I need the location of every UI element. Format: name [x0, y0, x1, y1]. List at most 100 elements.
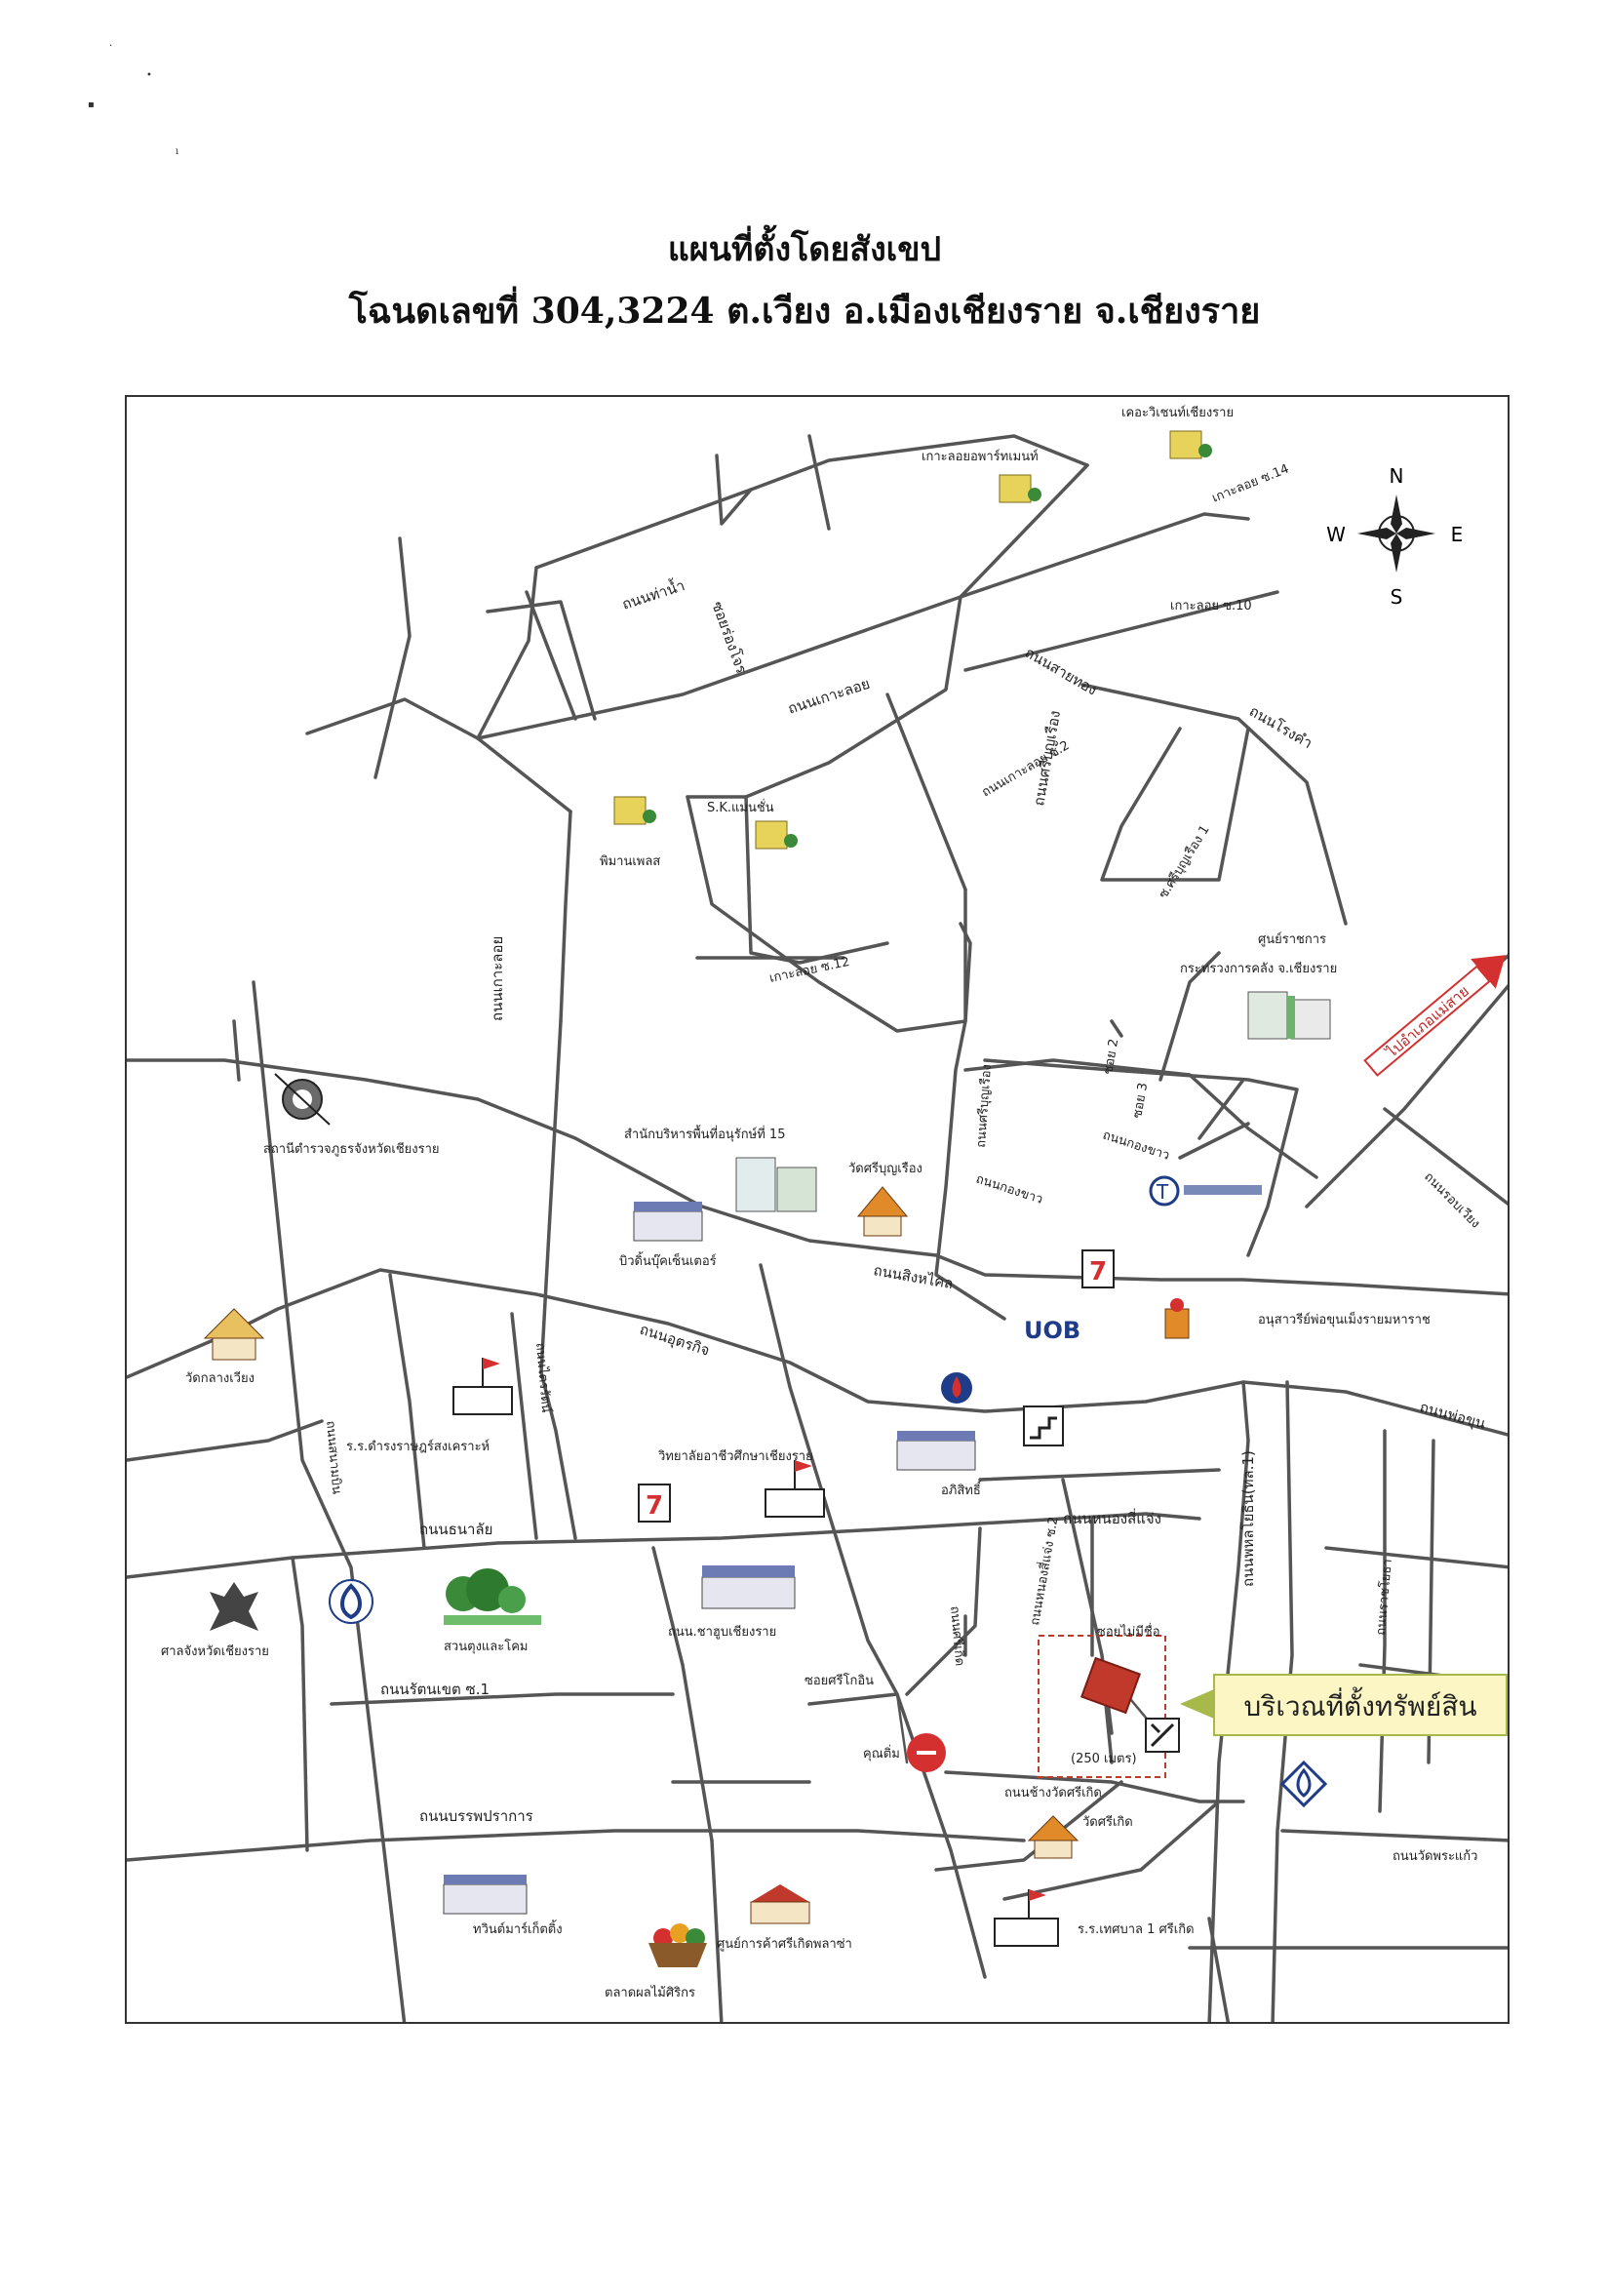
target-boundary	[1038, 1635, 1166, 1778]
svg-text:T: T	[1156, 1180, 1169, 1204]
bank-icon[interactable]	[1279, 1760, 1328, 1808]
road-label: ซอย 2	[1101, 1038, 1121, 1076]
wrench-icon	[1145, 1718, 1180, 1753]
place-label: อภิสิทธิ์	[941, 1481, 983, 1498]
road-label: ถนนช้างวัดศรีเกิด	[1004, 1785, 1102, 1801]
place-label: เกาะลอยอพาร์ทเมนท์	[922, 449, 1039, 464]
building-icon[interactable]	[750, 1884, 810, 1924]
road-label: ถนนกองขาว	[1101, 1128, 1171, 1164]
road-label: ซอยไม่มีชื่อ	[1097, 1623, 1160, 1640]
gas-station-icon[interactable]	[941, 1372, 972, 1404]
badge-icon[interactable]	[274, 1073, 331, 1126]
place-label: S.K.แมนชั่น	[707, 799, 774, 815]
road-label: ถนนเกาะลอย	[786, 675, 873, 718]
place-label: ศูนย์การค้าศรีเกิดพลาซ่า	[717, 1936, 852, 1952]
target-callout-box[interactable]	[1213, 1674, 1508, 1736]
road-label: ถนนศรีบุญเรือง	[973, 1064, 995, 1149]
road-label: ถนนรัตนเขต ซ.1	[380, 1681, 490, 1698]
place-label: กระทรวงการคลัง จ.เชียงราย	[1180, 961, 1337, 976]
place-label: ร.ร.ดำรงราษฎร์สงเคราะห์	[346, 1439, 490, 1454]
place-label: ตลาดผลไม้ศิริกร	[605, 1985, 695, 2000]
road-label: ถนนเกาะลอย ซ.2	[980, 738, 1073, 800]
road-label: ถนนหนองสี่แจ่ง ซ.2	[1026, 1516, 1061, 1627]
road-label: ถนนสนามบิน	[323, 1420, 344, 1495]
building-icon[interactable]	[1169, 430, 1212, 459]
building-icon[interactable]	[633, 1202, 703, 1242]
place-label: คุณติ่ม	[863, 1745, 900, 1762]
stairs-icon	[1023, 1405, 1064, 1446]
place-label: ทวินต์มาร์เก็ตติ้ง	[473, 1920, 563, 1937]
fruit-basket-icon[interactable]	[648, 1923, 707, 1967]
compass-icon: N S E W	[1326, 464, 1463, 609]
map-canvas[interactable]: บริเวณที่ตั้งทรัพย์สิน (250 เมตร) N S E …	[127, 397, 1510, 2024]
svg-text:7: 7	[1089, 1257, 1107, 1287]
road-label: ซ.ศรีบุญเรือง 1	[1156, 822, 1213, 901]
building-icon[interactable]	[896, 1431, 976, 1471]
place-label: วัดศรีเกิด	[1082, 1814, 1133, 1830]
place-label: สำนักบริหารพื้นที่อนุรักษ์ที่ 15	[624, 1125, 785, 1142]
road-label: ถนนบรรพปราการ	[419, 1807, 533, 1825]
seven-eleven-icon[interactable]: 7	[638, 1484, 671, 1523]
building-icon[interactable]	[701, 1565, 796, 1609]
place-label: วัดศรีบุญเรือง	[848, 1161, 922, 1176]
road-label: เกาะลอย ซ.14	[1210, 461, 1291, 505]
road-label: ถนนพหลโยธิน(ทล.1)	[1239, 1450, 1257, 1587]
school-icon[interactable]	[994, 1889, 1059, 1947]
road-label: ถนนเกาะลอย	[489, 936, 506, 1021]
place-label: เคอะวิเชนท์เชียงราย	[1121, 405, 1234, 420]
scan-speck: ▪	[88, 99, 95, 110]
road-label: ซอยร่องโจร	[708, 599, 750, 676]
road-label: ถนนหนองสี่แจ่ง	[1063, 1508, 1161, 1527]
building-icon[interactable]	[735, 1157, 817, 1212]
place-label: ร.ร.เทศบาล 1 ศรีเกิด	[1078, 1921, 1195, 1937]
building-icon[interactable]	[999, 474, 1041, 503]
compass-n: N	[1390, 464, 1404, 488]
direction-label: ไปอำเภอแม่สาย	[1383, 982, 1472, 1062]
building-icon[interactable]	[1247, 991, 1331, 1040]
place-label: พิมานเพลส	[600, 854, 660, 869]
road-label: ถนนราชโยธา	[1373, 1559, 1395, 1637]
bank-icon[interactable]: T	[1149, 1175, 1262, 1207]
place-label: ศูนย์ราชการ	[1258, 931, 1326, 947]
compass-e: E	[1451, 523, 1464, 546]
place-label: ถนน.ชาฮูบเชียงราย	[668, 1624, 776, 1640]
place-label: วัดกลางเวียง	[185, 1370, 255, 1386]
road-label: ถนนไตรรัตน์	[532, 1342, 554, 1413]
building-icon[interactable]	[443, 1875, 528, 1915]
road-label: ถนนพ่อขุน	[1418, 1398, 1488, 1433]
garuda-icon[interactable]	[210, 1582, 258, 1631]
distance-label: (250 เมตร)	[1071, 1752, 1137, 1766]
map-subtitle: โฉนดเลขที่ 304,3224 ต.เวียง อ.เมืองเชียง…	[348, 291, 1261, 332]
uob-bank-label[interactable]: UOB	[1024, 1317, 1080, 1344]
compass-w: W	[1326, 523, 1346, 546]
monument-icon[interactable]	[1164, 1298, 1190, 1339]
place-label: สวนตุงและโคม	[444, 1639, 529, 1654]
school-icon[interactable]	[452, 1358, 513, 1415]
seven-eleven-icon[interactable]: 7	[1081, 1249, 1115, 1288]
place-label: วิทยาลัยอาชีวศึกษาเชียงราย	[657, 1448, 812, 1464]
road-label: ซอยศรีโกอิน	[804, 1673, 874, 1688]
building-icon[interactable]	[613, 796, 656, 825]
place-label: บิวดิ้นบุ๊คเซ็นเตอร์	[619, 1251, 717, 1269]
scan-speck: ·	[109, 41, 113, 52]
place-label: อนุสาวรีย์พ่อขุนเม็งรายมหาราช	[1258, 1310, 1431, 1327]
target-parcel[interactable]	[1079, 1656, 1142, 1715]
temple-icon[interactable]	[1027, 1815, 1079, 1859]
map-frame[interactable]: บริเวณที่ตั้งทรัพย์สิน (250 เมตร) N S E …	[125, 395, 1510, 2024]
svg-text:7: 7	[646, 1491, 663, 1521]
temple-icon[interactable]	[856, 1186, 909, 1237]
target-callout-label: บริเวณที่ตั้งทรัพย์สิน	[1244, 1686, 1477, 1722]
road-label: ถนนกองขาว	[974, 1172, 1044, 1207]
store-icon[interactable]	[907, 1733, 946, 1772]
park-icon[interactable]	[444, 1568, 541, 1625]
school-icon[interactable]	[765, 1460, 825, 1518]
building-icon[interactable]	[755, 820, 798, 850]
road-label: เกาะลอย ซ.10	[1170, 599, 1252, 614]
road-label: ถนนสายทอง	[1022, 644, 1100, 699]
place-label: สถานีตำรวจภูธรจังหวัดเชียงราย	[263, 1141, 440, 1157]
road-label: ถนนสิงหไคล	[872, 1261, 955, 1292]
bank-icon[interactable]	[329, 1579, 373, 1624]
road-label: ซอย 3	[1130, 1082, 1151, 1120]
road-label: ถนนโรงคำ	[1246, 702, 1315, 752]
temple-icon[interactable]	[203, 1308, 265, 1361]
